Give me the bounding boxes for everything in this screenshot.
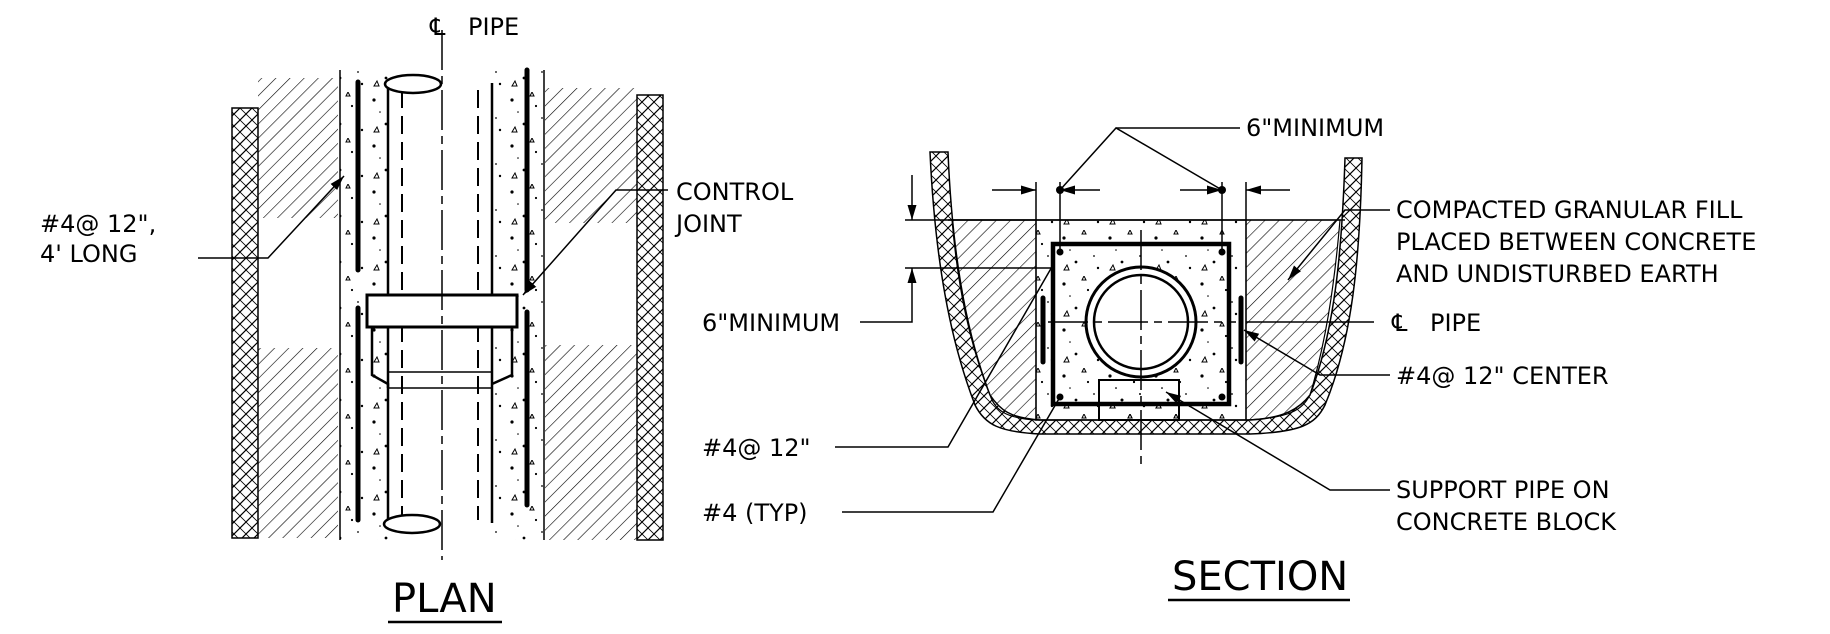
plan-centerline-label: PIPE [468, 13, 519, 41]
plan-title: PLAN [392, 576, 497, 622]
section-fill-label-1: COMPACTED GRANULAR FILL [1396, 196, 1743, 224]
plan-view: ℄ PIPE #4@ 12", 4' LONG CONTROL JOINT PL… [40, 13, 794, 624]
section-support-label-1: SUPPORT PIPE ON [1396, 476, 1610, 504]
section-fill-right [1245, 219, 1341, 421]
plan-pipe-bottom-end [382, 513, 442, 535]
section-rebar-typ-label: #4 (TYP) [702, 499, 808, 527]
section-title: SECTION [1172, 554, 1348, 600]
plan-fill-left-top [258, 78, 338, 218]
section-view: 6"MINIMUM 6"MINIMUM COMPACTED GRANULAR F… [702, 114, 1756, 602]
section-side-min-label: 6"MINIMUM [702, 309, 840, 337]
section-support-block [1098, 379, 1180, 421]
section-centerline-label: PIPE [1430, 309, 1481, 337]
plan-joint-label-2: JOINT [674, 210, 742, 238]
plan-fill-left-bottom [258, 348, 338, 538]
section-centerline-symbol: ℄ [1391, 309, 1408, 337]
section-rebar-center-label: #4@ 12" CENTER [1396, 362, 1609, 390]
plan-earth-right [636, 94, 664, 541]
section-fill-left [951, 219, 1037, 421]
plan-joint-label-1: CONTROL [676, 178, 794, 206]
plan-fill-right-top [545, 88, 637, 223]
plan-rebar-label-2: 4' LONG [40, 240, 137, 268]
section-top-min-label: 6"MINIMUM [1246, 114, 1384, 142]
plan-rebar-label-1: #4@ 12", [40, 210, 156, 238]
section-support-label-2: CONCRETE BLOCK [1396, 508, 1617, 536]
plan-pipe-top-end [383, 73, 443, 95]
plan-earth-left [231, 107, 259, 539]
section-rebar-label: #4@ 12" [702, 434, 811, 462]
section-fill-label-2: PLACED BETWEEN CONCRETE [1396, 228, 1756, 256]
plan-centerline-symbol: ℄ [429, 13, 446, 41]
section-fill-label-3: AND UNDISTURBED EARTH [1396, 260, 1719, 288]
plan-fill-right-bottom [545, 345, 637, 540]
